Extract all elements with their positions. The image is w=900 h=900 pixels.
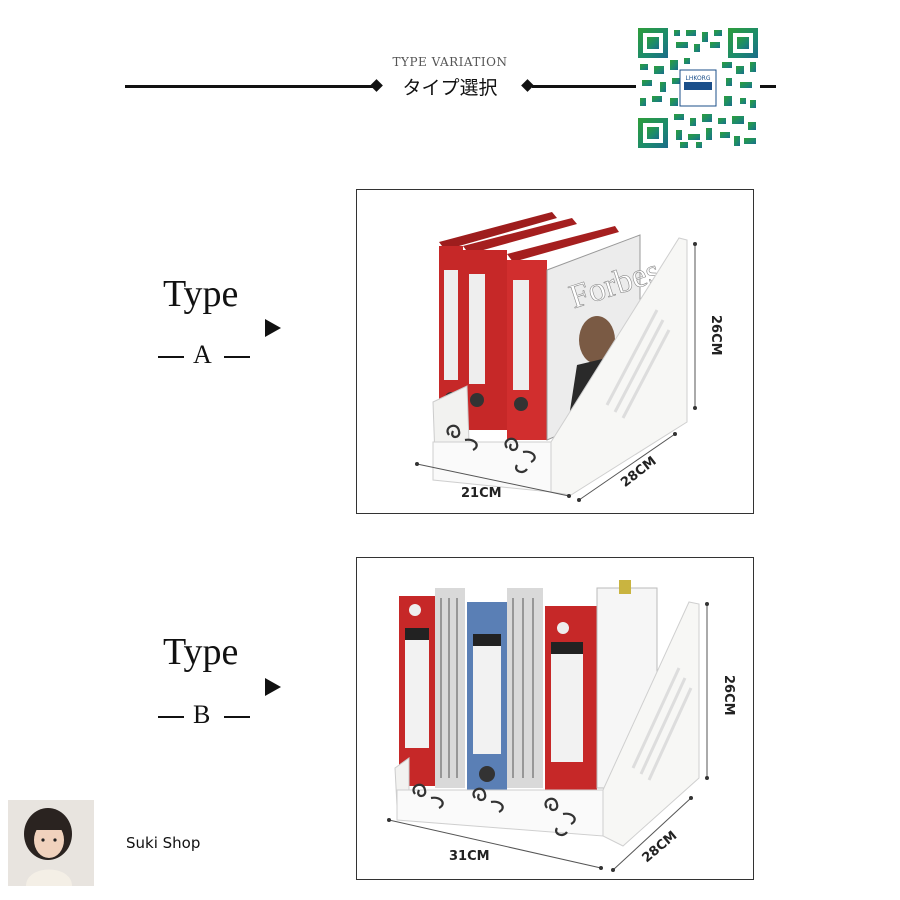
- type-b-dash-left: [158, 716, 184, 718]
- type-a-dash-left: [158, 356, 184, 358]
- type-b-label: Type: [163, 631, 239, 673]
- type-b-width-label: 31CM: [449, 849, 490, 864]
- type-b-depth-label: 28CM: [640, 828, 681, 866]
- header-line-left: [125, 85, 373, 88]
- type-b-arrow-icon: [265, 678, 281, 696]
- header-title: タイプ選択: [402, 77, 498, 99]
- type-a-label: Type: [163, 273, 239, 315]
- scroll-ornament-b: [412, 783, 576, 837]
- scroll-ornament-a: [446, 424, 536, 474]
- type-a-arrow-icon: [265, 319, 281, 337]
- type-a-height-label: 26CM: [708, 315, 723, 356]
- type-b-height-label: 26CM: [721, 675, 736, 716]
- type-a-dash-right: [224, 356, 250, 358]
- type-a-letter: A: [193, 340, 212, 369]
- dimension-lines-a: [416, 244, 696, 501]
- qr-code[interactable]: LHKORG: [636, 26, 760, 150]
- qr-badge-text: LHKORG: [685, 75, 710, 82]
- binder-group-b: [399, 580, 658, 796]
- dimension-lines-b: [388, 604, 708, 871]
- shop-avatar[interactable]: [8, 800, 94, 886]
- shop-name[interactable]: Suki Shop: [126, 834, 201, 852]
- type-b-dash-right: [224, 716, 250, 718]
- type-a-product-image: Forbes 21CM 28CM 26CM: [356, 189, 754, 514]
- header-subtitle: TYPE VARIATION: [392, 55, 508, 69]
- type-b-letter: B: [193, 700, 211, 729]
- type-a-width-label: 21CM: [461, 486, 502, 501]
- type-b-product-image: 31CM 28CM 26CM: [356, 557, 754, 880]
